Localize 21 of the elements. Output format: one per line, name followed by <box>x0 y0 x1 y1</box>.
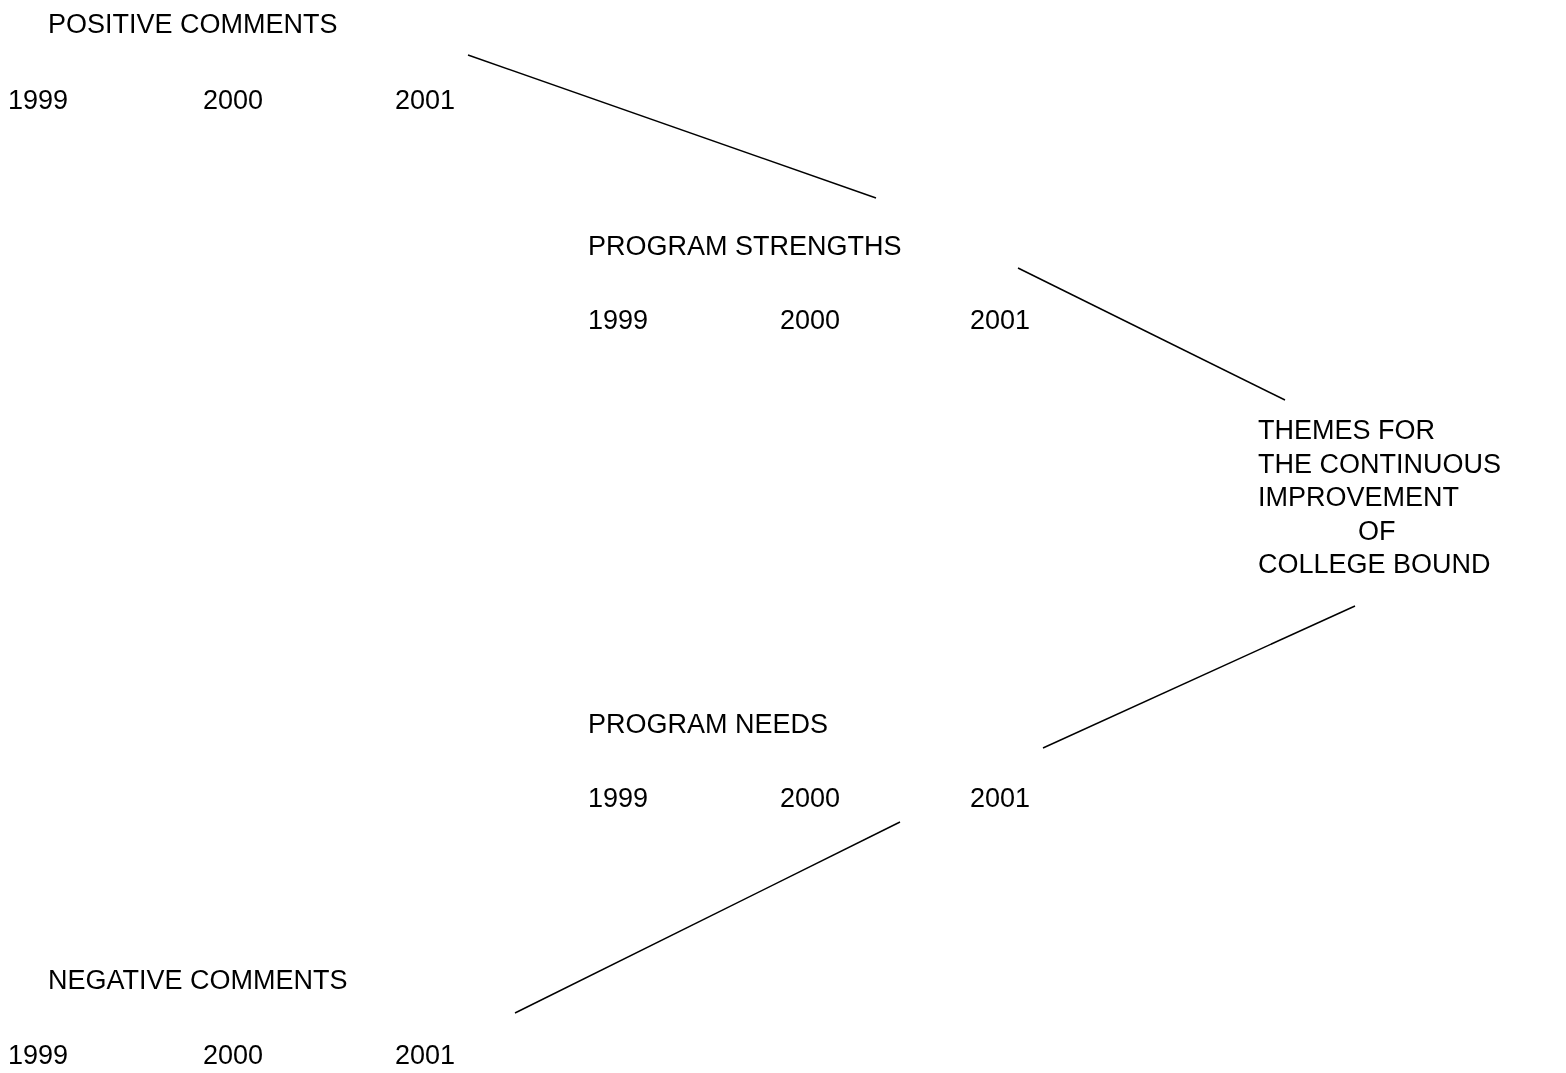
connector-line <box>1042 605 1356 749</box>
category-heading: NEGATIVE COMMENTS <box>48 964 348 996</box>
year-label: 2000 <box>203 1039 264 1071</box>
year-label: 2001 <box>395 84 456 116</box>
category-heading: POSITIVE COMMENTS <box>48 8 338 40</box>
category-heading: PROGRAM NEEDS <box>588 708 829 740</box>
connector-line <box>1017 267 1286 401</box>
year-label: 2001 <box>970 304 1031 336</box>
connector-line <box>467 54 877 199</box>
connector-line <box>514 821 901 1014</box>
theme-title: THEMES FOR THE CONTINUOUS IMPROVEMENT OF COLLEGE BOUND <box>1258 400 1558 606</box>
category-heading: PROGRAM STRENGTHS <box>588 230 902 262</box>
year-label: 1999 <box>588 782 649 814</box>
year-label: 1999 <box>8 84 69 116</box>
year-label: 2000 <box>780 782 841 814</box>
year-label: 2001 <box>970 782 1031 814</box>
year-label: 1999 <box>588 304 649 336</box>
year-label: 1999 <box>8 1039 69 1071</box>
year-label: 2000 <box>203 84 264 116</box>
year-label: 2000 <box>780 304 841 336</box>
year-label: 2001 <box>395 1039 456 1071</box>
